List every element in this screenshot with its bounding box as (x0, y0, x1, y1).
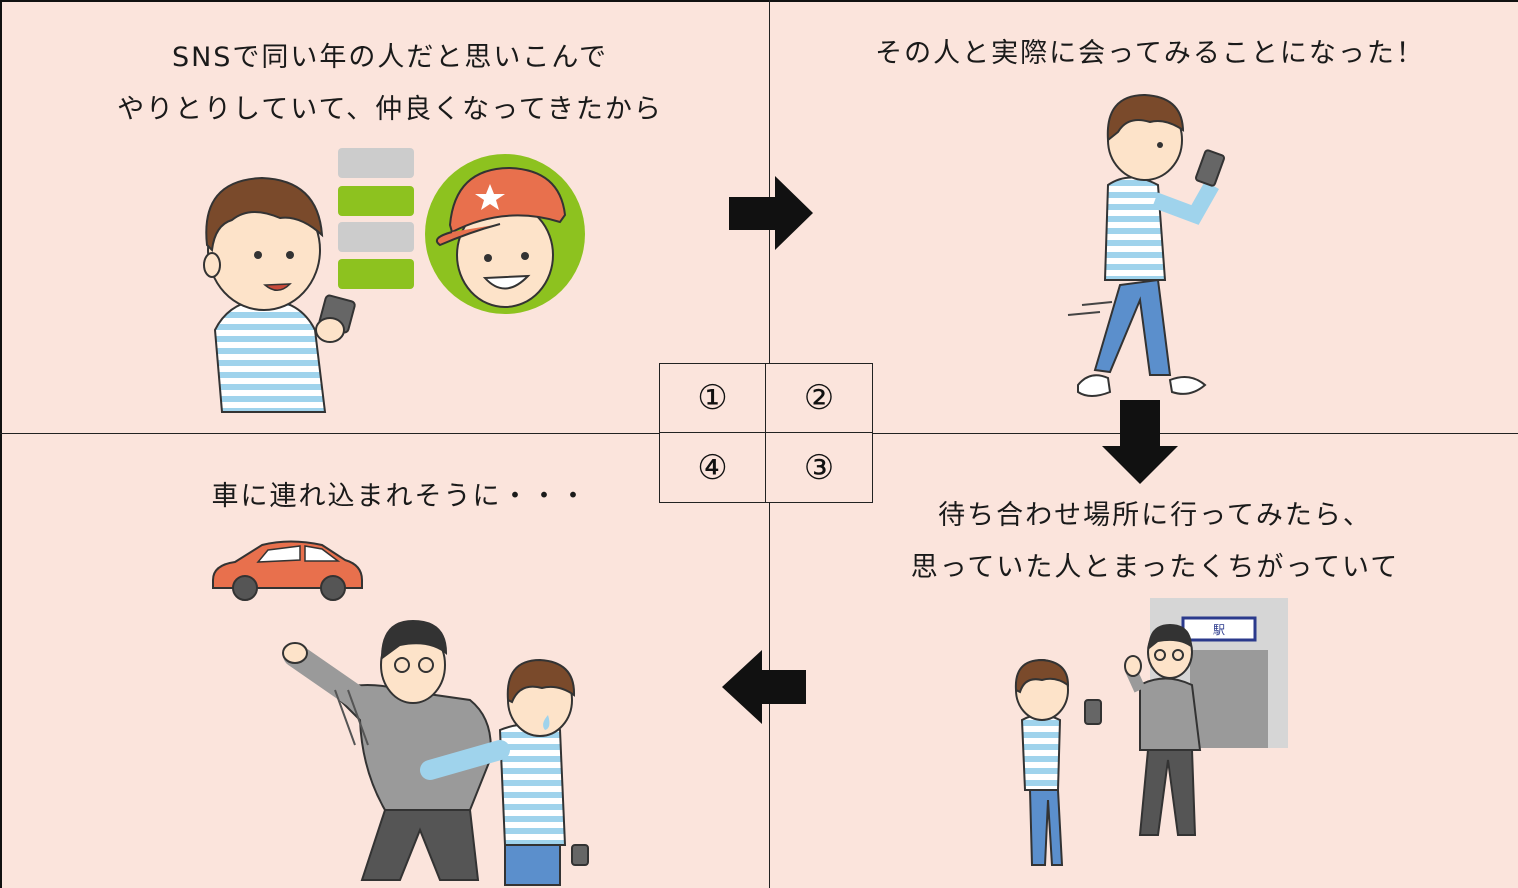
panel3-caption-line1: 待ち合わせ場所に行ってみたら、 (938, 500, 1372, 531)
panel3-caption: 待ち合わせ場所に行ってみたら、 思っていた人とまったくちがっていて (840, 490, 1470, 594)
panel3-caption-line2: 思っていた人とまったくちがっていて (910, 552, 1400, 583)
panel2-caption: その人と実際に会ってみることになった！ (800, 32, 1500, 76)
panel2-illustration (1067, 93, 1226, 397)
chat-bubble-green-2 (338, 259, 414, 289)
panel1-caption-line2: やりとりしていて、仲良くなってきたから (117, 94, 663, 125)
order-key-bottom-left: ④ (660, 433, 766, 502)
panel3-illustration: 駅 (1014, 598, 1288, 866)
arrow-left-icon (722, 650, 806, 724)
panel1-caption-line1: SNSで同い年の人だと思いこんで (171, 42, 609, 73)
order-key-bottom-right: ③ (803, 447, 835, 488)
panel4-caption-line1: 車に連れ込まれそうに・・・ (211, 481, 589, 512)
star-icon (475, 184, 505, 210)
panel2-caption-line1: その人と実際に会ってみることになった！ (875, 38, 1425, 69)
chat-bubble-gray-2 (338, 222, 414, 252)
panel-order-key: ① ② ④ ③ (659, 363, 873, 503)
arrow-right-icon (729, 176, 813, 250)
panel4-illustration (212, 540, 589, 886)
panel1-illustration (203, 148, 585, 413)
panel4-caption: 車に連れ込まれそうに・・・ (140, 472, 660, 522)
station-sign-text: 駅 (1213, 623, 1225, 637)
chat-bubble-gray-1 (338, 148, 414, 178)
cap-icon (448, 166, 567, 234)
chat-bubble-green-1 (338, 186, 414, 216)
arrow-down-icon (1102, 400, 1178, 484)
order-key-top-left: ① (660, 364, 766, 433)
order-key-top-right: ② (766, 364, 872, 433)
panel1-caption: SNSで同い年の人だと思いこんで やりとりしていて、仲良くなってきたから (60, 32, 720, 136)
